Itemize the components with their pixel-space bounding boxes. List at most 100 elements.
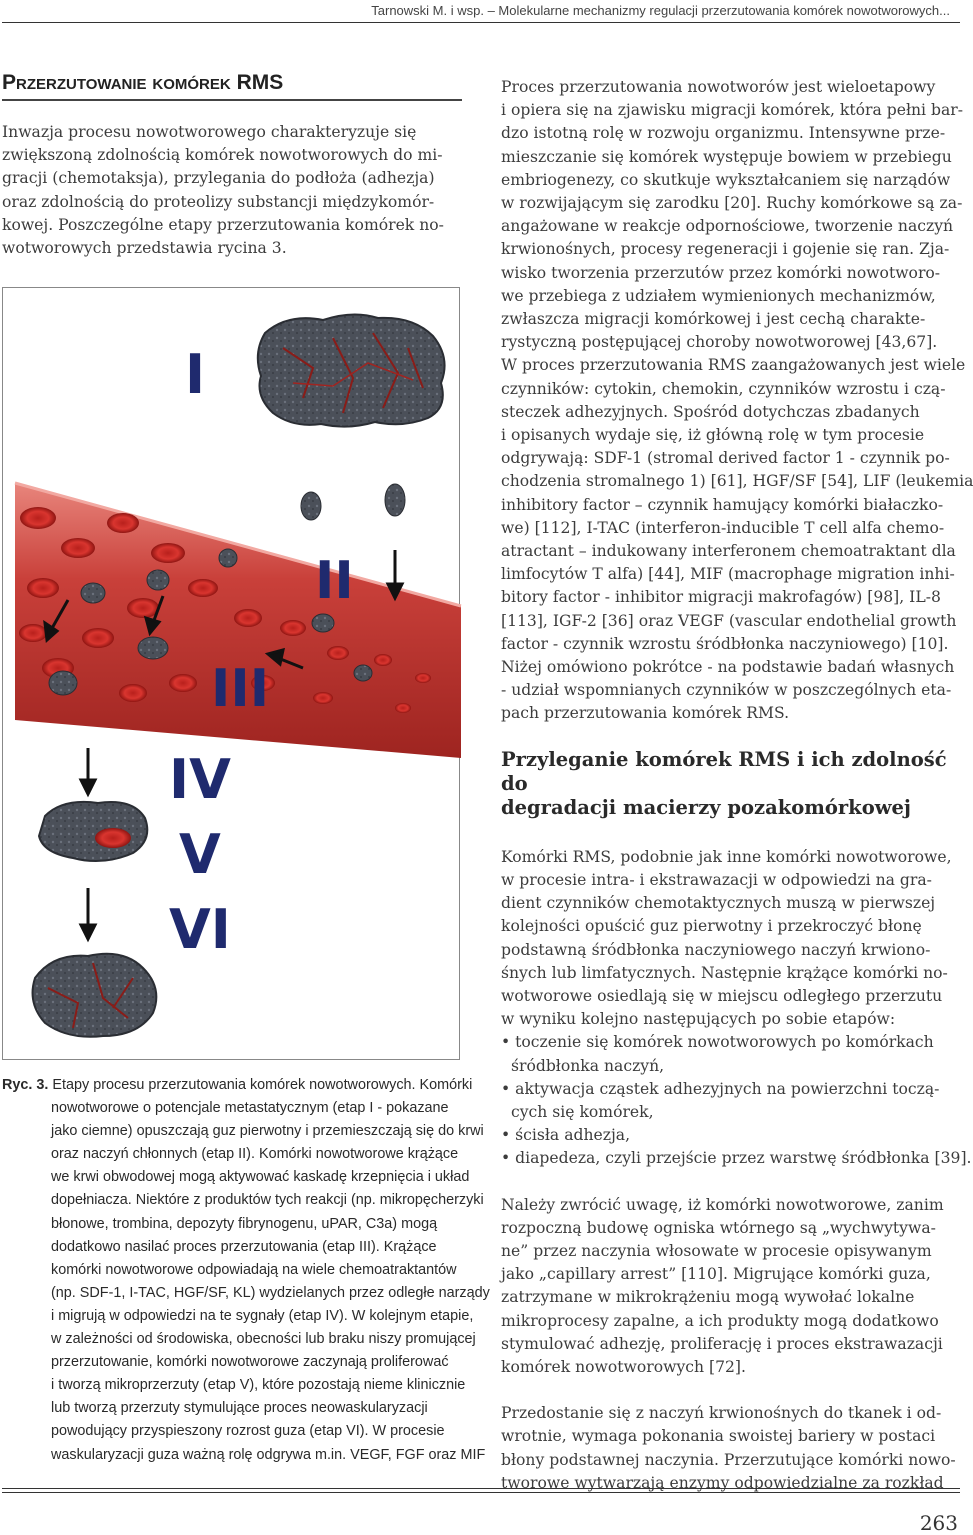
stage-labels: I II III IV V VI [169,343,354,961]
list-item: • ścisła adhezja, [501,1126,631,1145]
text-line: Należy zwrócić uwagę, iż komórki nowotwo… [501,1195,944,1214]
text-line: mieszczanie się komórek występuje bowiem… [501,147,952,166]
caption-first-line: Ryc. 3. Etapy procesu przerzutowania kom… [2,1074,472,1097]
text-line: i opisanych wydaje się, iż główną rolę w… [501,426,925,445]
text-line: limfocytów T alfa) [44], MIF (macrophage… [501,565,955,584]
header-rule [2,22,960,23]
figure-illustration: I II III IV V VI [14,313,462,1038]
text-line: oraz zdolnością do proteolizy substancji… [2,192,435,211]
text-line: W proces przerzutowania RMS zaangażowany… [501,356,966,375]
text-line: jako „capillary arrest” [110]. Migrujące… [501,1265,931,1284]
right-column: Proces przerzutowania nowotworów jest wi… [501,76,973,1495]
paragraph-process: Proces przerzutowania nowotworów jest wi… [501,76,973,726]
circulating-tumor-cells [48,483,406,696]
text-line: śnych lub limfatycznych. Następnie krążą… [501,963,948,982]
list-item: • toczenie się komórek nowotworowych po … [501,1033,934,1052]
caption-line: jako ciemne) opuszczają guz pierwotny i … [51,1123,484,1140]
primary-tumor [256,313,446,428]
text-line: Niżej omówiono pokrótce - na podstawie b… [501,658,955,677]
list-item: • diapedeza, czyli przejście przez warst… [501,1149,972,1168]
text-line: czynników: cytokin, chemokin, czynników … [501,379,946,398]
text-line: stymulować adhezję, proliferację i proce… [501,1334,943,1353]
text-line: tworowe wytwarzają enzymy odpowiedzialne… [501,1473,944,1492]
caption-line: i migrują w odpowiedzi na te sygnały (et… [51,1307,474,1324]
figure-caption: Ryc. 3. Etapy procesu przerzutowania kom… [2,1074,490,1467]
text-line: angażowane w reakcje odpornościowe, twor… [501,217,954,236]
text-line: podstawną śródbłonka naczyniowego naczyń… [501,940,931,959]
section-title: Przerzutowanie komórek RMS [2,71,284,94]
stage-label-iv: IV [169,748,231,811]
list-item: śródbłonka naczyń, [511,1056,665,1075]
list-item: • aktywacja cząstek adhezyjnych na powie… [501,1079,940,1098]
text-line: kolejności opuścić guz pierwotny i przek… [501,917,922,936]
caption-line: oraz naczyń chłonnych (etap II). Komórki… [51,1146,459,1163]
subheading-line: degradacji macierzy pozakomórkowej [501,795,911,819]
paragraph-capillary-arrest: Należy zwrócić uwagę, iż komórki nowotwo… [501,1194,960,1380]
text-line: pach przerzutowania komórek RMS. [501,704,790,723]
text-line: embriogenezy, co skutkuje wykształcaniem… [501,170,951,189]
figure-metastasis-stages: I II III IV V VI [2,287,462,1060]
text-line: factor - czynnik wzrostu śródbłonka nacz… [501,634,949,653]
caption-line: przerzutowanie, komórki nowotworowe zacz… [51,1354,449,1371]
caption-line: lub tworzą przerzuty stymulujące proces … [51,1400,428,1417]
text-line: zwiększoną zdolnością komórek nowotworow… [2,146,443,165]
caption-line: dopełniacza. Niektóre z produktów tych r… [51,1192,484,1209]
text-line: wotworowych przedstawia rycina 3. [2,239,287,258]
text-line: mikroprocesy zapalne, a ich produkty mog… [501,1311,939,1330]
text-line: rozpoczną budowę ogniska wtórnego są „wy… [501,1218,936,1237]
subheading: Przyleganie komórek RMS i ich zdolność d… [501,748,960,820]
text-line: we) [112], I-TAC (interferon-inducible T… [501,518,945,537]
text-line: bitory factor - inhibitor migracji makro… [501,588,941,607]
stage-label-ii: II [315,551,354,611]
caption-label: Ryc. 3. [2,1077,49,1093]
list-item: cych się komórek, [511,1102,654,1121]
page-header: Tarnowski M. i wsp. – Molekularne mechan… [0,0,960,20]
caption-line: i tworzą mikroprzerzuty (etap V), które … [51,1377,466,1394]
text-line: w procesie intra- i ekstrawazacji w odpo… [501,870,932,889]
subheading-line: Przyleganie komórek RMS i ich zdolność d… [501,747,947,795]
paragraph-adhesion: Komórki RMS, podobnie jak inne komórki n… [501,846,972,1171]
text-line: gracji (chemotaksja), przylegania do pod… [2,169,435,188]
left-column: Przerzutowanie komórek RMS Inwazja proce… [2,70,464,260]
stage-label-i: I [185,343,205,406]
text-line: atractant – indukowany interferonem chem… [501,542,956,561]
text-line: wisko tworzenia przerzutów przez komórki… [501,263,941,282]
caption-line: powodujący przyspieszony rozrost guza (e… [51,1423,445,1440]
text-line: inhibitory factor – czynnik hamujący kom… [501,495,944,514]
text-line: odgrywają: SDF-1 (stromal derived factor… [501,449,950,468]
section-underline [2,99,462,101]
footer-rule [2,1488,960,1489]
text-line: wotworowe osiedlają się w miejscu odległ… [501,986,943,1005]
stage-label-vi: VI [169,898,231,961]
caption-line: (np. SDF-1, I-TAC, HGF/SF, KL) wydzielan… [51,1284,490,1301]
text-line: rystyczną postępującej choroby nowotworo… [501,333,938,352]
page-number: 263 [919,1511,958,1535]
text-line: wrotnie, wymaga pokonania swoistej barie… [501,1427,936,1446]
caption-line: we krwi obwodowej mogą aktywować kaskadę… [51,1169,470,1186]
text-line: Inwazja procesu nowotworowego charaktery… [2,123,417,141]
text-line: błony podstawnej naczynia. Przerzutujące… [501,1450,956,1469]
text-line: we przebiega z udziałem wymienionych mec… [501,286,936,305]
text-line: kowej. Poszczególne etapy przerzutowania… [2,215,444,234]
text-line: Proces przerzutowania nowotworów jest wi… [501,78,936,96]
text-line: dient czynników chemotaktycznych muszą w… [501,894,936,913]
stage-label-iii: III [211,659,269,719]
adhesion-steps-list: • toczenie się komórek nowotworowych po … [501,1031,972,1170]
stage-label-v: V [179,823,221,886]
caption-line: w zależności od środowiska, obecności lu… [51,1331,476,1348]
text-line: steczek adhezyjnych. Spośród dotychczas … [501,402,920,421]
text-line: ne” przez naczynia włosowate w procesie … [501,1241,932,1260]
text-line: krwionośnych, procesy regeneracji i goje… [501,240,950,259]
caption-line: błonowe, trombina, depozyty fibrynogenu,… [51,1215,438,1232]
running-head: Tarnowski M. i wsp. – Molekularne mechan… [371,3,950,18]
text-line: Przedostanie się z naczyń krwionośnych d… [501,1404,942,1423]
caption-line: nowotworowe o potencjale metastatycznym … [51,1100,449,1117]
text-line: w wyniku kolejno następujących po sobie … [501,1010,896,1029]
text-line: dzo istotną rolę w rozwoju organizmu. In… [501,124,946,143]
secondary-tumor [31,952,158,1038]
text-line: w rozwijającym się zarodku [20]. Ruchy k… [501,194,963,213]
migration-arrows [43,550,405,943]
caption-line: waskularyzacji guza ważną rolę odgrywa m… [51,1446,486,1463]
paragraph-basement-membrane: Przedostanie się z naczyń krwionośnych d… [501,1402,960,1495]
caption-line: dodatkowo nasilać proces przerzutowania … [51,1238,437,1255]
